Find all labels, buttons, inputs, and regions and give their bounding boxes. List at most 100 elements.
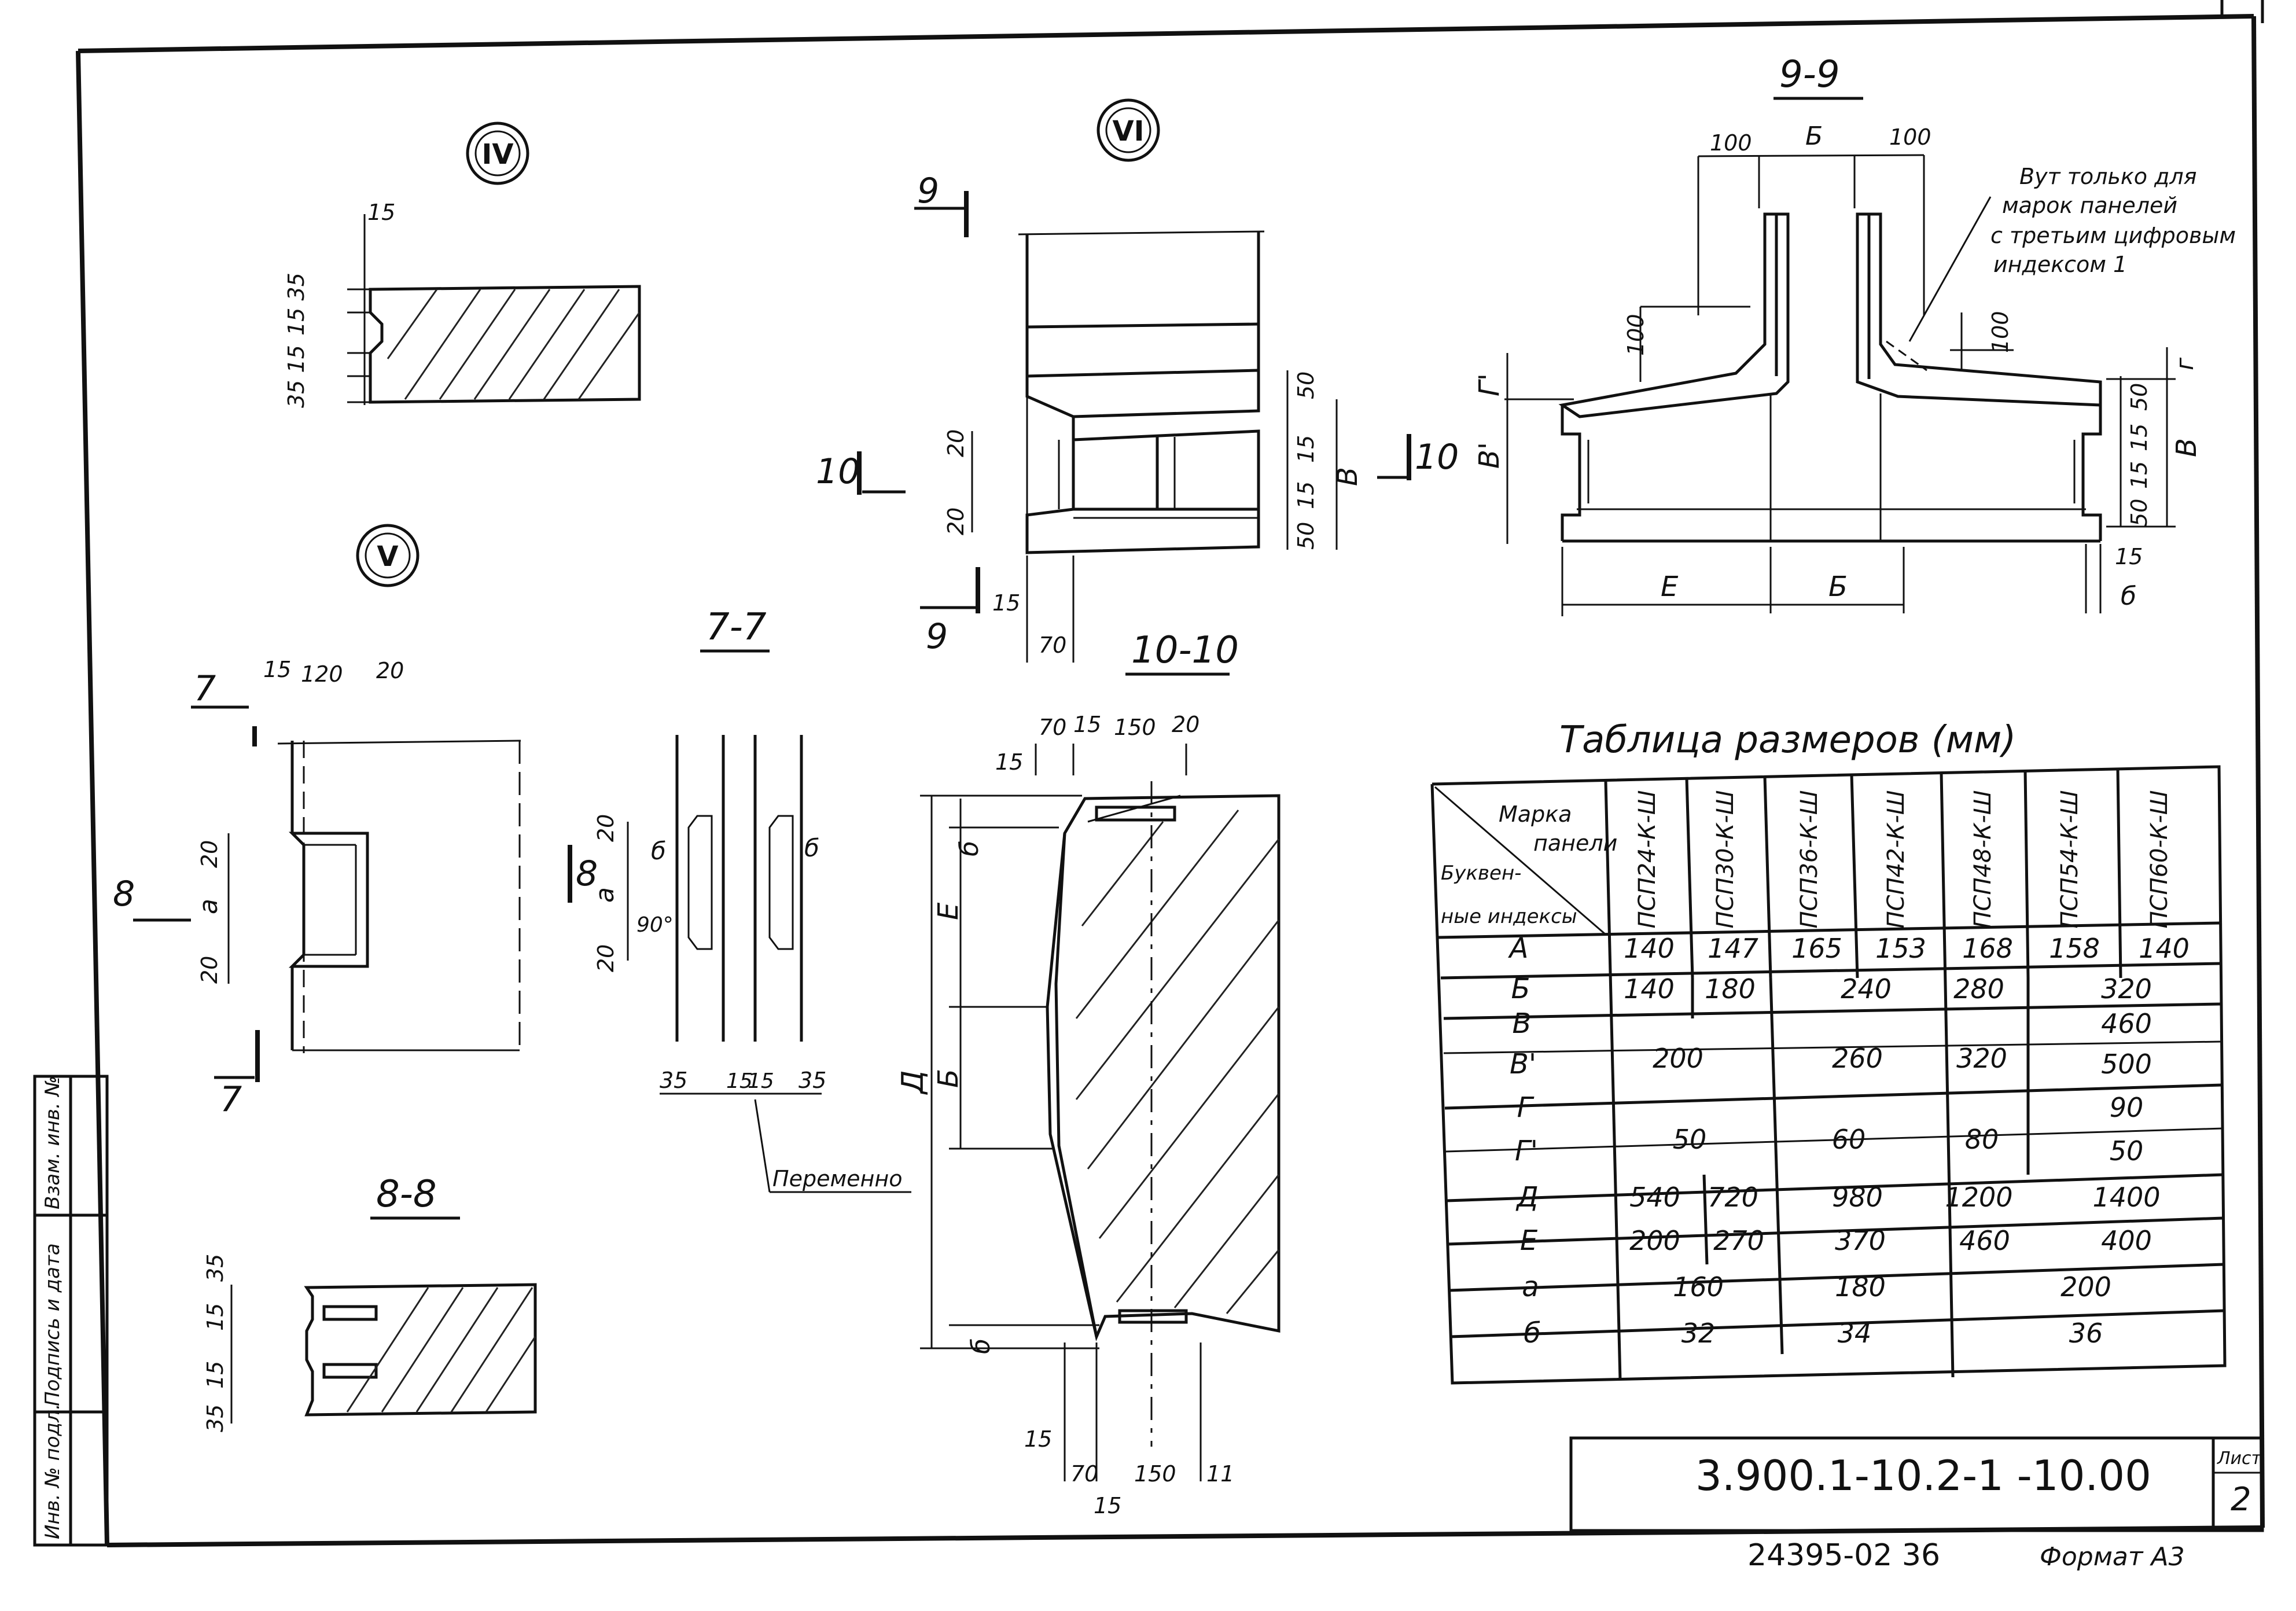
row-label: Б [1511,973,1530,1005]
row-label: Г' [1515,1135,1538,1167]
peremenno-note: Переменно [772,1166,902,1191]
table-cell: 168 [1962,933,2013,964]
s9-dim-15-top: 15 [2126,424,2152,451]
table-cell: 36 [2069,1318,2103,1349]
iv-dim-15: 15 [367,200,395,225]
table-cell: 160 [1673,1271,1724,1303]
vyt-note-2: марок панелей [2002,193,2177,218]
s7-dim-20-top: 20 [593,814,619,842]
s9-dim-50-bottom: 50 [2126,499,2152,527]
brand-header: ПСП36-К-Ш [1796,790,1823,928]
s10-dim-b-top: б [955,841,984,856]
row-label: Д [1515,1181,1539,1213]
s10-dim-20-top: 20 [1172,712,1199,737]
s10-dim-D: Д [896,1070,930,1095]
s7-dim-90: 90° [636,913,674,937]
s10-dim-B: Б [932,1069,965,1088]
table-cell: 320 [2101,973,2152,1005]
detail-iv: 15 15 35 35 15 [284,200,641,408]
s10-dim-150-top: 150 [1114,715,1156,740]
table-cell: 500 [2101,1049,2152,1080]
s10-dim-70-top: 70 [1039,715,1066,740]
row-label: а [1522,1271,1539,1303]
v-mark-7-bottom: 7 [220,1079,242,1120]
section-8-8-title: 8-8 [376,1173,437,1216]
v-mark-8-right: 8 [576,854,598,894]
section-9-9: 9-9 100 Б 100 Вут только для марок панел… [1473,53,2236,616]
format-label: Формат А3 [2040,1542,2185,1572]
vi-dim-20-bottom: 20 [943,507,969,535]
table-cell: 60 [1832,1124,1866,1155]
s9-dim-100-right: 100 [1889,124,1931,150]
s7-dim-35-left: 35 [660,1068,687,1093]
s10-dim-11: 11 [1206,1461,1234,1487]
table-cell: 165 [1791,933,1842,964]
archive-number: 24395-02 36 [1747,1538,1940,1573]
row-label: Г [1517,1091,1535,1124]
vi-dim-20-top: 20 [943,429,969,457]
s9-dim-Gp: Г' [1473,373,1506,396]
section-10-10-title: 10-10 [1131,629,1239,672]
iv-dim-3515: 35 15 [284,345,309,408]
table-title: Таблица размеров (мм) [1559,719,2016,762]
table-cell: 240 [1841,973,1892,1005]
table-corner-left1: Буквен- [1441,862,1521,885]
table-cell: 460 [1959,1225,2010,1256]
s9-dim-50-top: 50 [2126,383,2152,411]
s8-dim-15-top: 15 [203,1303,228,1331]
callout-iv-label: IV [481,138,513,171]
table-cell: 50 [2110,1135,2144,1167]
table-cell: 200 [2060,1271,2111,1303]
s10-dim-15-top: 15 [1073,712,1101,737]
s9-dim-15-horiz: 15 [2115,544,2143,569]
section-8-8: 8-8 35 15 15 35 [203,1173,537,1432]
v-dim-20-a: 20 [197,840,222,868]
table-cell: 32 [1681,1318,1716,1349]
side-stamp: Инв. № подл. Подпись и дата Взам. инв. № [33,1075,109,1547]
s10-dim-15-under: 15 [1094,1493,1121,1518]
table-cell: 140 [1624,973,1675,1005]
s8-dim-35-bottom: 35 [203,1404,228,1432]
section-10-10: 10-10 Д б Е Б б 70 15 150 20 15 [896,629,1281,1518]
table-cell: 180 [1835,1271,1886,1303]
row-label: А [1508,932,1529,965]
vi-dim-V: В [1331,467,1364,486]
title-sheet-label: Лист [2217,1448,2262,1469]
table-cell: 153 [1875,933,1926,964]
s9-dim-B-top: Б [1805,122,1823,151]
inv-podl-label: Инв. № подл. [41,1403,64,1539]
vyt-note-3: с третьим цифровым [1990,223,2236,248]
callout-v-label: V [377,540,398,573]
table-cell: 147 [1708,933,1758,964]
v-dim-120: 120 [301,661,343,687]
vzam-label: Взам. инв. № [41,1076,64,1209]
s7-dim-20-bottom: 20 [593,944,619,972]
size-table: Таблица размеров (мм) Марка панели Букве… [1430,719,2227,1385]
vi-mark-10-right: 10 [1415,437,1459,477]
brand-header: ПСП24-К-Ш [1634,790,1661,928]
vi-dim-15-bottom: 15 [1293,481,1319,509]
s7-dim-b-right: б [804,834,819,862]
s9-dim-100-left: 100 [1710,130,1752,156]
s7-dim-a: а [590,887,620,903]
table-cell: 270 [1713,1225,1764,1256]
vyt-note-1: Вут только для [2019,164,2197,189]
vi-mark-10-left: 10 [816,451,860,492]
title-sheet-num: 2 [2231,1481,2251,1518]
s10-dim-70-bottom: 70 [1070,1461,1098,1487]
vi-dim-15-top: 15 [1293,435,1319,463]
s9-dim-g: г [2170,357,2199,370]
table-cell: 1400 [2092,1182,2160,1213]
s9-dim-E: Е [1661,571,1679,603]
callout-vi: VI [1097,98,1160,162]
table-cell: 90 [2110,1092,2144,1123]
s9-dim-V: В [2170,438,2203,457]
s7-dim-b: б [651,837,666,865]
row-label: В' [1510,1048,1536,1080]
vi-mark-9-top: 9 [917,171,939,211]
s10-dim-150-bottom: 150 [1134,1461,1176,1487]
brand-header: ПСП60-К-Ш [2146,790,2173,928]
vi-dim-15-horiz: 15 [992,590,1020,616]
